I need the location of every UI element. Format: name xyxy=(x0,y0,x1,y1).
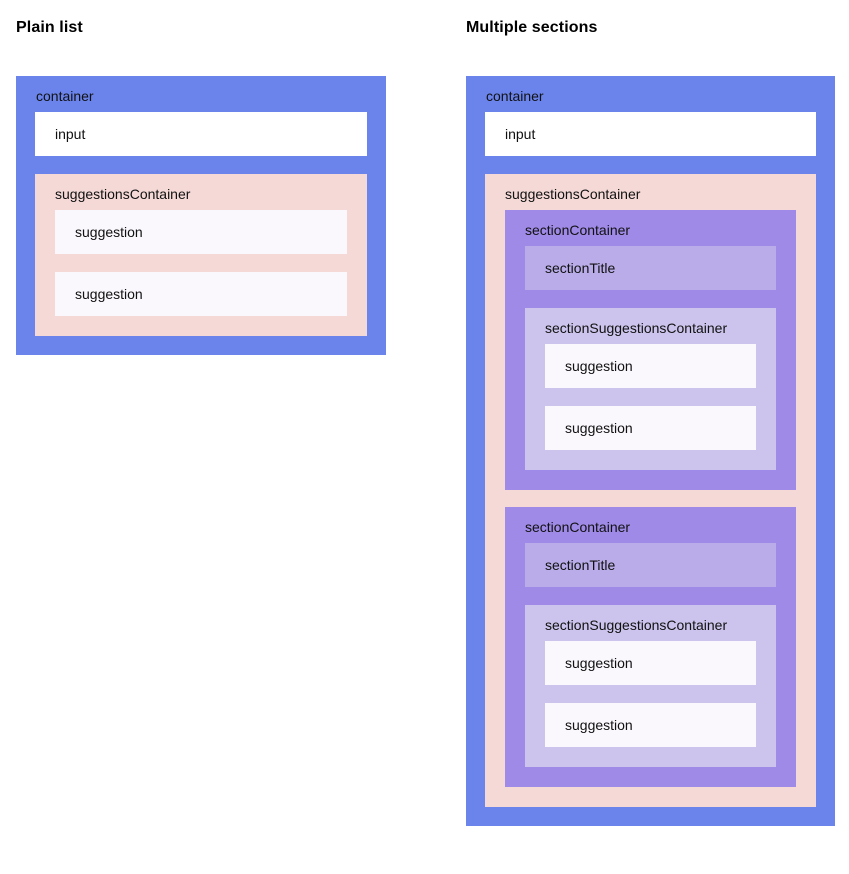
suggestion-box[interactable]: suggestion xyxy=(545,641,756,685)
suggestions-container-label: suggestionsContainer xyxy=(55,186,191,202)
container-label: container xyxy=(486,88,544,104)
suggestion-label: suggestion xyxy=(75,286,143,302)
suggestion-box[interactable]: suggestion xyxy=(55,210,347,254)
section-children: sectionTitle sectionSuggestionsContainer… xyxy=(505,238,796,490)
suggestion-box[interactable]: suggestion xyxy=(545,703,756,747)
section-children: sectionTitle sectionSuggestionsContainer… xyxy=(505,535,796,787)
suggestion-label: suggestion xyxy=(565,655,633,671)
suggestions-children-plain: suggestion suggestion xyxy=(35,202,367,336)
section-suggestions-children: suggestion suggestion xyxy=(525,336,776,470)
suggestion-box[interactable]: suggestion xyxy=(55,272,347,316)
section-suggestions-container-box: sectionSuggestionsContainer suggestion s… xyxy=(525,605,776,767)
suggestion-box[interactable]: suggestion xyxy=(545,406,756,450)
section-suggestions-container-label: sectionSuggestionsContainer xyxy=(545,320,728,336)
container-children-plain: input suggestionsContainer suggestion su… xyxy=(16,104,386,355)
panel-heading-plain-list: Plain list xyxy=(16,19,83,36)
input-label: input xyxy=(55,126,86,142)
suggestion-box[interactable]: suggestion xyxy=(545,344,756,388)
section-title-box: sectionTitle xyxy=(525,543,776,587)
container-box-sections: container input suggestionsContainer sec… xyxy=(466,76,835,826)
section-container-label: sectionContainer xyxy=(525,222,631,238)
section-suggestions-container-box: sectionSuggestionsContainer suggestion s… xyxy=(525,308,776,470)
suggestions-children-sections: sectionContainer sectionTitle sectionSug… xyxy=(485,202,816,807)
suggestion-label: suggestion xyxy=(75,224,143,240)
suggestion-label: suggestion xyxy=(565,717,633,733)
container-box-plain: container input suggestionsContainer sug… xyxy=(16,76,386,355)
panel-multiple-sections: Multiple sections container input sugges… xyxy=(466,0,835,826)
section-suggestions-children: suggestion suggestion xyxy=(525,633,776,767)
suggestions-container-box-plain: suggestionsContainer suggestion suggesti… xyxy=(35,174,367,336)
suggestion-label: suggestion xyxy=(565,358,633,374)
container-children-sections: input suggestionsContainer sectionContai… xyxy=(466,104,835,826)
section-title-box: sectionTitle xyxy=(525,246,776,290)
section-suggestions-container-label: sectionSuggestionsContainer xyxy=(545,617,728,633)
input-label: input xyxy=(505,126,536,142)
input-box-plain[interactable]: input xyxy=(35,112,367,156)
panel-plain-list: Plain list container input suggestionsCo… xyxy=(16,0,386,355)
suggestion-label: suggestion xyxy=(565,420,633,436)
section-container-box: sectionContainer sectionTitle sectionSug… xyxy=(505,210,796,490)
section-title-label: sectionTitle xyxy=(545,260,616,276)
panel-heading-multiple-sections: Multiple sections xyxy=(466,19,598,36)
suggestions-container-label: suggestionsContainer xyxy=(505,186,641,202)
section-title-label: sectionTitle xyxy=(545,557,616,573)
container-label: container xyxy=(36,88,94,104)
suggestions-container-box-sections: suggestionsContainer sectionContainer se… xyxy=(485,174,816,807)
section-container-box: sectionContainer sectionTitle sectionSug… xyxy=(505,507,796,787)
input-box-sections[interactable]: input xyxy=(485,112,816,156)
section-container-label: sectionContainer xyxy=(525,519,631,535)
